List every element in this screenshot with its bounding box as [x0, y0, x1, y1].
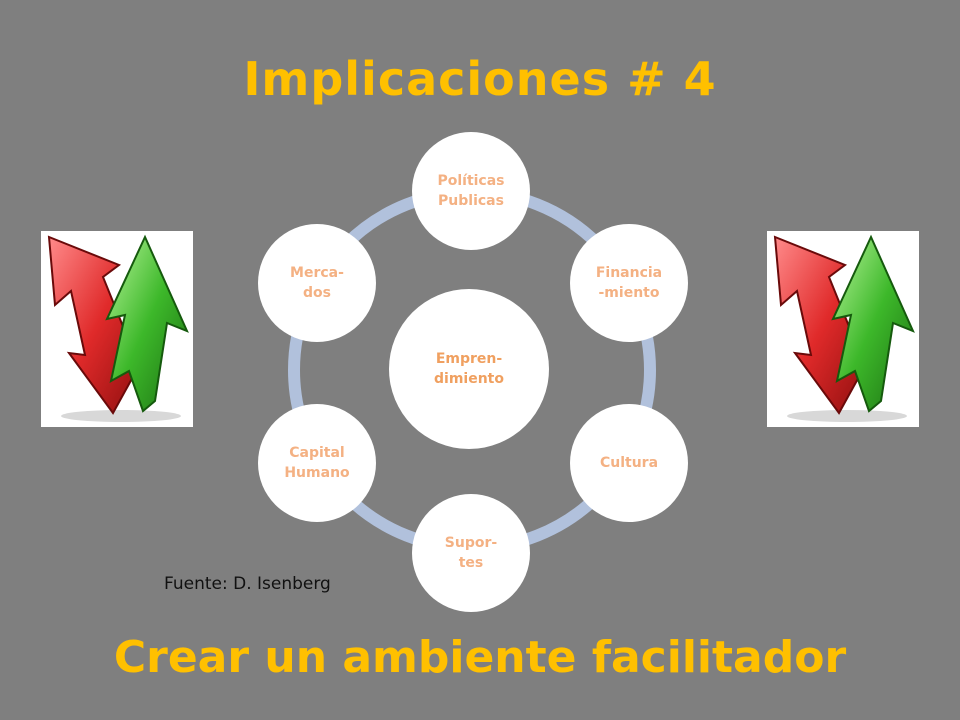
- node-label: Financia -miento: [595, 265, 663, 301]
- slide-title: Implicaciones # 4: [243, 52, 717, 106]
- node-financiamiento: Financia -miento: [570, 224, 688, 342]
- node-label: Políticas Publicas: [437, 173, 505, 209]
- center-node: Empren- dimiento: [389, 289, 549, 449]
- arrows-image-left: [41, 231, 193, 427]
- node-label: Capital Humano: [284, 445, 350, 481]
- node-label: Cultura: [599, 455, 659, 471]
- center-node-label: Empren- dimiento: [434, 351, 504, 387]
- red-green-arrows-icon: [773, 234, 915, 422]
- node-politicas-publicas: Políticas Publicas: [412, 132, 530, 250]
- node-capital-humano: Capital Humano: [258, 404, 376, 522]
- arrows-image-right: [767, 231, 919, 427]
- node-soportes: Supor- tes: [412, 494, 530, 612]
- node-label: Supor- tes: [444, 535, 498, 571]
- node-label: Merca- dos: [290, 265, 344, 301]
- red-green-arrows-icon: [47, 234, 189, 422]
- node-mercados: Merca- dos: [258, 224, 376, 342]
- node-cultura: Cultura: [570, 404, 688, 522]
- slide-subtitle: Crear un ambiente facilitador: [113, 632, 847, 683]
- source-citation: Fuente: D. Isenberg: [164, 574, 331, 594]
